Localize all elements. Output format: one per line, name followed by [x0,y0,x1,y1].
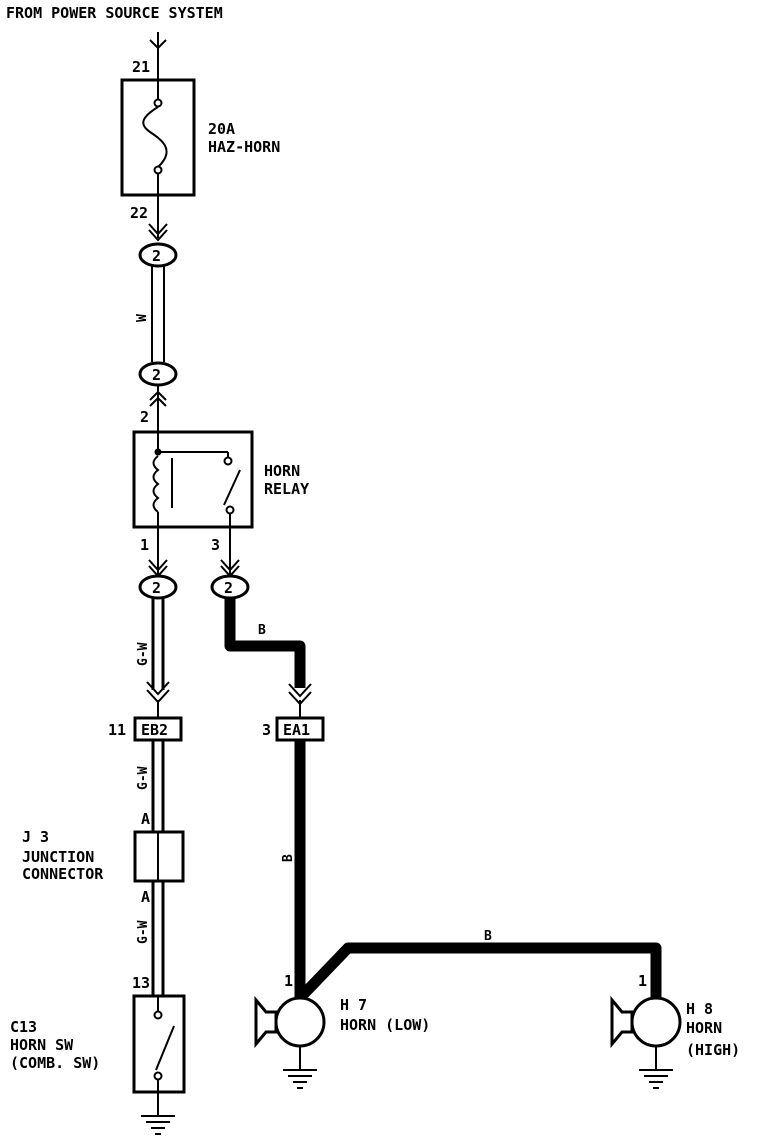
connector-fuse: 2 [138,242,178,268]
horn-high-name-2: (HIGH) [686,1041,740,1059]
horn-sw-code: C13 [10,1018,37,1036]
horn-relay-block [132,430,254,529]
junction-pin-top: A [141,810,150,828]
wire-b-label-3: B [484,929,492,944]
wire-gw-label-1: G-W [136,642,151,666]
svg-text:EB2: EB2 [141,721,168,739]
wire-gw-label-3: G-W [136,920,151,944]
power-in-arrow [149,32,167,80]
relay-bottom-wires [148,527,240,578]
svg-text:2: 2 [152,579,161,597]
horn-sw-name-2: (COMB. SW) [10,1054,100,1072]
junction-connector [133,830,185,883]
junction-pin-bottom: A [141,888,150,906]
svg-text:EA1: EA1 [283,721,310,739]
ea1-pin: 3 [262,721,271,739]
ea1-arrow [288,683,312,718]
relay-name-2: RELAY [264,480,309,498]
wire-b-label-2: B [281,854,296,862]
wire-b-label-1: B [258,623,266,638]
svg-text:2: 2 [224,579,233,597]
connector-eb2: EB2 [133,716,183,742]
horn-low-symbol [254,995,326,1049]
relay-pin-coil: 1 [140,536,149,554]
connector-ea1: EA1 [275,716,325,742]
relay-pin-switch: 3 [211,536,220,554]
fuse-pin-in: 21 [132,58,150,76]
power-source-label: FROM POWER SOURCE SYSTEM [6,4,223,22]
horn-low-code: H 7 [340,996,367,1014]
connector-relay-switch: 2 [210,574,250,600]
ground-symbol-sw [141,1092,175,1135]
horn-high-pin: 1 [638,972,647,990]
ground-symbol-h7 [283,1046,317,1089]
horn-sw-pin: 13 [132,974,150,992]
fuse-element [142,80,168,195]
horn-low-name: HORN (LOW) [340,1016,430,1034]
relay-coil [152,432,228,527]
svg-text:2: 2 [152,366,161,384]
wire-b-horns [294,740,662,1002]
connector-relay-top: 2 [138,361,178,387]
wire-w [151,266,165,362]
junction-code: J 3 [22,828,49,846]
wire-gw-junction-sw [151,881,165,996]
wire-b-relay-ea1 [224,598,306,688]
wire-gw-eb2-junction [151,740,165,832]
horn-high-code: H 8 [686,1000,713,1018]
relay-name-1: HORN [264,462,300,480]
wire-gw-relay-eb2 [146,598,170,718]
horn-switch-contact [153,996,175,1092]
svg-text:2: 2 [152,247,161,265]
wire-gw-label-2: G-W [136,766,151,790]
fuse-rating: 20A [208,120,235,138]
horn-high-name-1: HORN [686,1019,722,1037]
junction-name-1: JUNCTION [22,848,94,866]
horn-low-pin: 1 [284,972,293,990]
eb2-pin: 11 [108,721,126,739]
relay-pin-top: 2 [140,408,149,426]
horn-high-symbol [610,995,682,1049]
relay-switch-contact [223,452,241,527]
fuse-pin-out: 22 [130,204,148,222]
wire-w-label: W [135,314,150,322]
ground-symbol-h8 [639,1046,673,1089]
connector-relay-coil: 2 [138,574,178,600]
junction-name-2: CONNECTOR [22,865,104,883]
fuse-out-wire [148,195,168,242]
horn-sw-name-1: HORN SW [10,1036,74,1054]
fuse-name: HAZ-HORN [208,138,280,156]
